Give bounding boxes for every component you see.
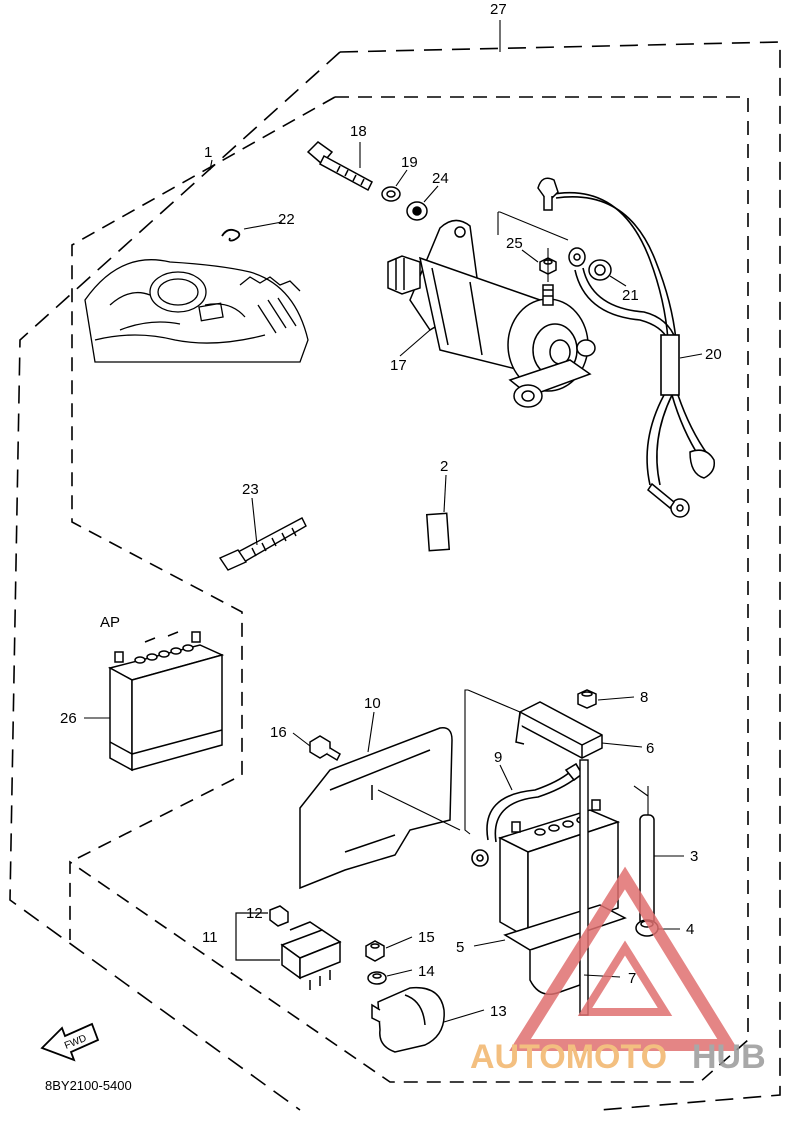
fuse-12 <box>269 905 289 927</box>
diagram-code: 8BY2100-5400 <box>45 1078 132 1093</box>
callout-21: 21 <box>622 287 639 304</box>
callout-9: 9 <box>494 749 502 766</box>
outer-boundary <box>9 41 781 1111</box>
nut-15 <box>365 940 385 962</box>
washer-24 <box>406 201 428 221</box>
battery-26 <box>107 631 225 772</box>
callout-2: 2 <box>440 458 448 475</box>
engine-case <box>84 259 309 363</box>
cable-tie-23 <box>218 517 307 571</box>
holder-rod <box>579 759 589 1016</box>
callout-3: 3 <box>690 848 698 865</box>
callout-13: 13 <box>490 1003 507 1020</box>
callout-26: 26 <box>60 710 77 727</box>
fwd-arrow-icon: FWD <box>40 1022 100 1062</box>
watermark-text-2: HUB <box>692 1038 766 1076</box>
rubber-boot-13 <box>371 986 445 1053</box>
bolt-16 <box>309 735 341 762</box>
callout-24: 24 <box>432 170 449 187</box>
callout-22: 22 <box>278 211 295 228</box>
callout-16: 16 <box>270 724 287 741</box>
pad-2 <box>425 512 451 552</box>
callout-4: 4 <box>686 921 694 938</box>
callout-19: 19 <box>401 154 418 171</box>
callout-23: 23 <box>242 481 259 498</box>
callout-25: 25 <box>506 235 523 252</box>
guide-lines-top <box>497 211 569 282</box>
bracket-11-12 <box>235 912 280 961</box>
relay-11 <box>280 921 342 990</box>
guide-lines-bottom <box>377 689 649 835</box>
clip-22 <box>221 228 241 242</box>
cover-plate-10 <box>299 727 453 890</box>
nut-21 <box>588 259 612 281</box>
bolt-18 <box>306 141 373 192</box>
callout-15: 15 <box>418 929 435 946</box>
callout-6: 6 <box>646 740 654 757</box>
callout-7: 7 <box>628 970 636 987</box>
starter-cable-20 <box>547 191 709 486</box>
callout-5: 5 <box>456 939 464 956</box>
leader-lines <box>84 20 703 1023</box>
variant-label: AP <box>100 614 120 631</box>
callout-17: 17 <box>390 357 407 374</box>
nut-14 <box>367 971 387 985</box>
starter-motor-17 <box>387 219 596 408</box>
callout-1: 1 <box>204 144 212 161</box>
watermark-logo: AUTOMOTO HUB <box>470 866 766 1076</box>
callout-8: 8 <box>640 689 648 706</box>
callout-27: 27 <box>490 1 507 18</box>
callout-20: 20 <box>705 346 722 363</box>
callout-12: 12 <box>246 905 263 922</box>
washer-19 <box>381 186 401 202</box>
cable-ends-20 <box>537 177 716 518</box>
kit-boundary <box>69 96 749 1083</box>
callout-11: 11 <box>202 929 218 946</box>
bracket-6 <box>515 701 603 759</box>
nut-8 <box>577 689 597 709</box>
watermark-text-1: AUTOMOTO <box>470 1038 667 1076</box>
callout-14: 14 <box>418 963 435 980</box>
callout-10: 10 <box>364 695 381 712</box>
callout-18: 18 <box>350 123 367 140</box>
